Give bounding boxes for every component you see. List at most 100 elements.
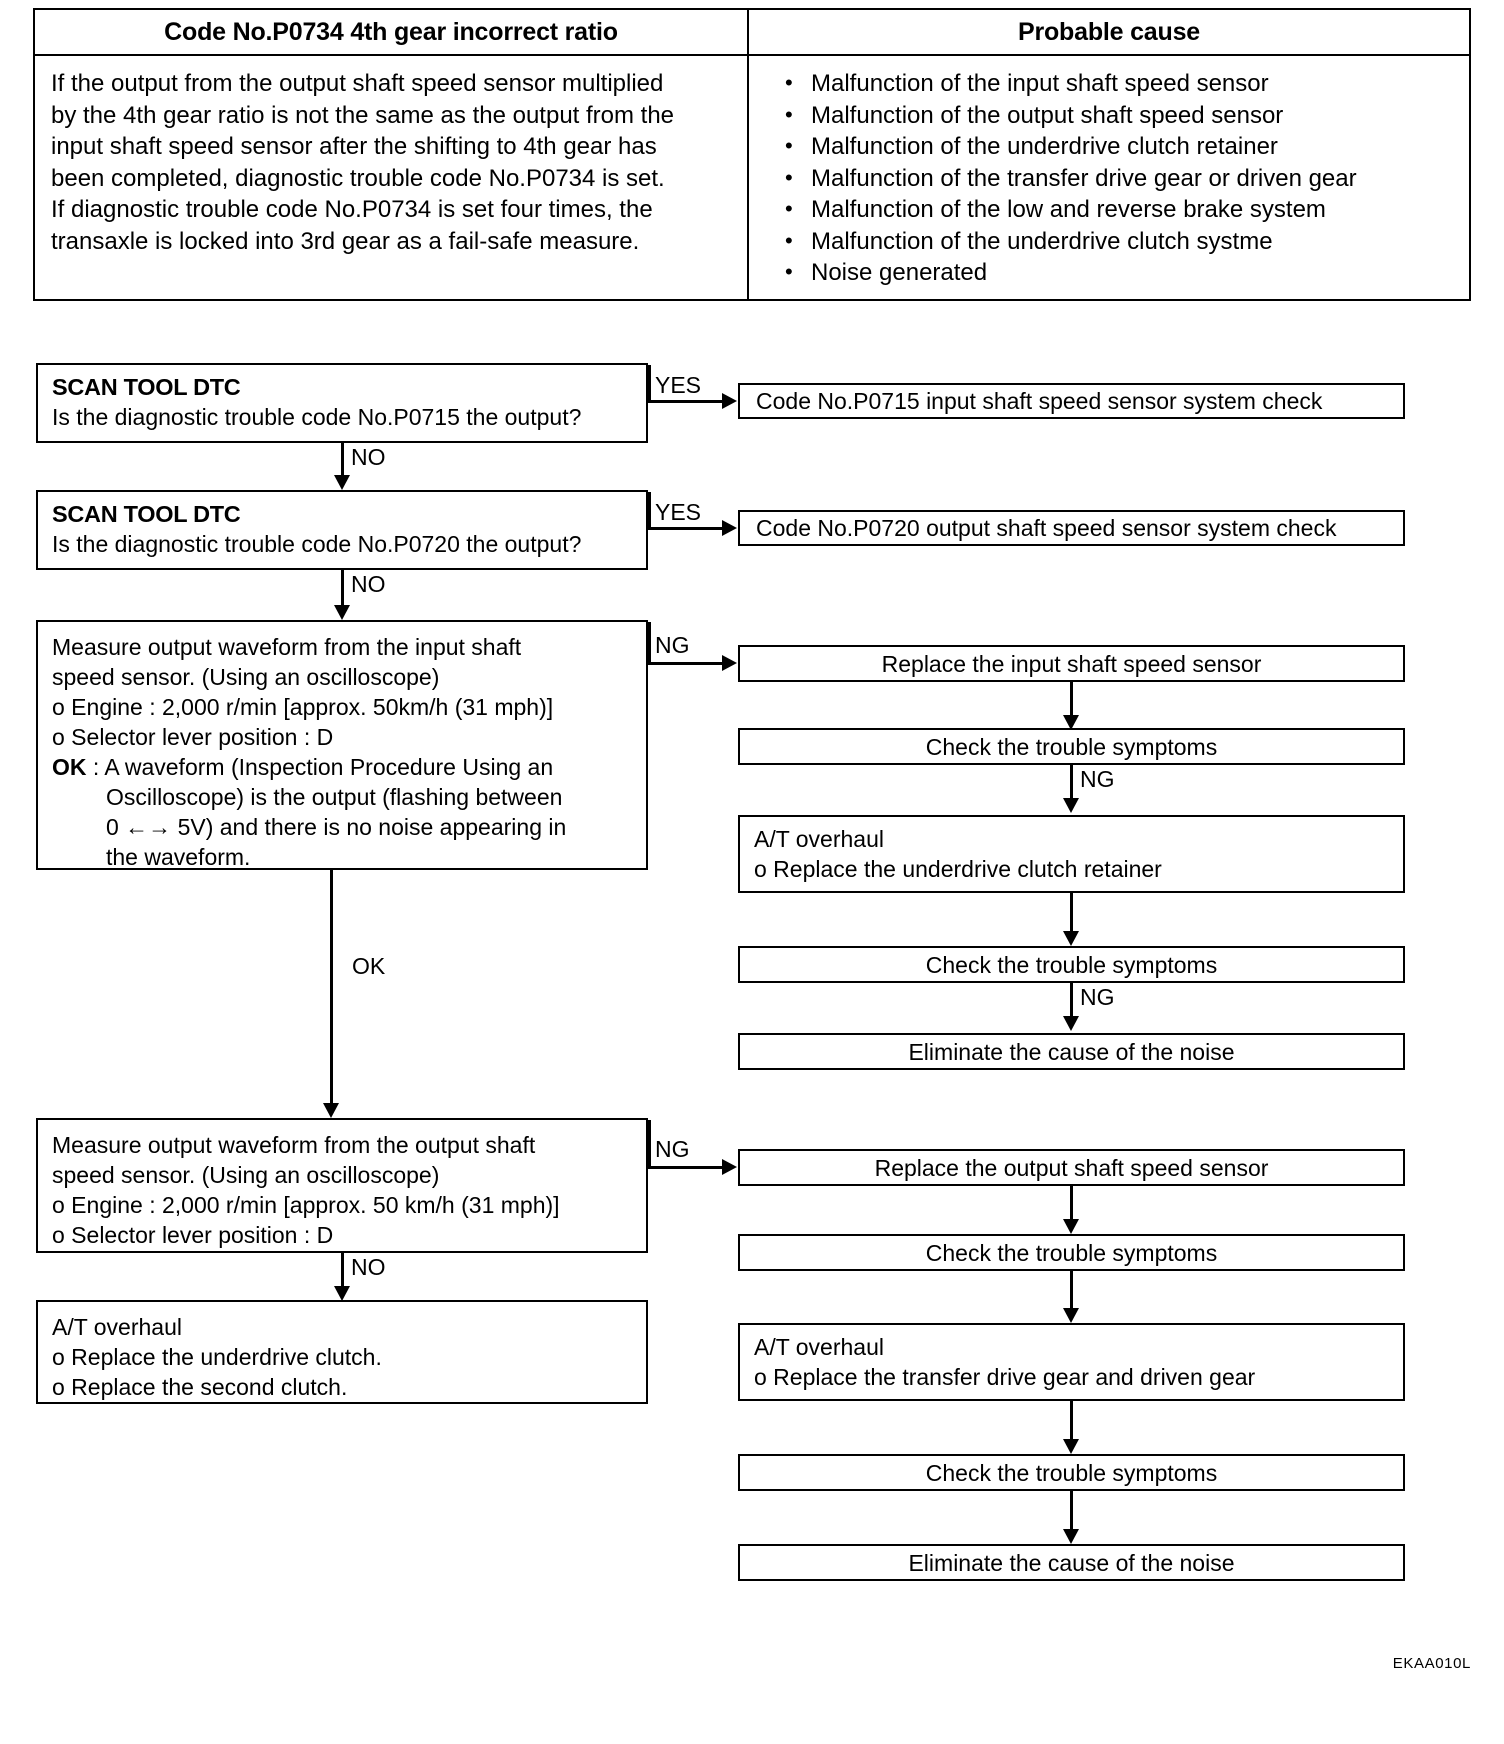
flow-box-p0720-system-check: Code No.P0720 output shaft speed sensor … xyxy=(738,510,1405,546)
connector-step1-yes-horizontal xyxy=(648,400,728,403)
connector-step2-no xyxy=(341,570,344,610)
edge-label-a4-ng: NG xyxy=(1080,984,1115,1010)
arrow-a3 xyxy=(1063,931,1079,946)
edge-label-step1-yes: YES xyxy=(655,372,702,398)
edge-label-step3-ok: OK xyxy=(352,953,386,979)
branch-a-b5-text: Eliminate the cause of the noise xyxy=(908,1038,1235,1065)
cause-body: Malfunction of the input shaft speed sen… xyxy=(749,56,1469,299)
connector-step1-yes-vertical xyxy=(648,365,651,402)
flow-box-measure-input-shaft-waveform: Measure output waveform from the input s… xyxy=(36,620,648,870)
arrow-step2-yes xyxy=(722,520,737,536)
connector-a4 xyxy=(1070,983,1073,1021)
branch-b-b4-text: Check the trouble symptoms xyxy=(925,1459,1218,1486)
connector-step1-no xyxy=(341,443,344,480)
code-header-text: Code No.P0734 4th gear incorrect ratio xyxy=(164,17,618,46)
list-item: Malfunction of the transfer drive gear o… xyxy=(765,162,1453,195)
step2-question: Is the diagnostic trouble code No.P0720 … xyxy=(52,531,582,557)
step4-line1: Measure output waveform from the output … xyxy=(52,1132,536,1158)
edge-label-step2-yes: YES xyxy=(655,499,702,525)
edge-label-step2-no: NO xyxy=(351,571,386,597)
arrow-step3-ok xyxy=(323,1103,339,1118)
step2-title: SCAN TOOL DTC xyxy=(52,501,241,527)
cause-header-cell: Probable cause xyxy=(749,10,1469,56)
cause-header-text: Probable cause xyxy=(1017,17,1200,46)
connector-b4 xyxy=(1070,1491,1073,1534)
connector-step3-ng-vertical xyxy=(648,622,651,664)
table-column-code: Code No.P0734 4th gear incorrect ratio I… xyxy=(33,8,749,301)
flow-box-check-symptoms-b2: Check the trouble symptoms xyxy=(738,1454,1405,1491)
flow-box-at-overhaul-clutches: A/T overhaul o Replace the underdrive cl… xyxy=(36,1300,648,1404)
step5-item2: o Replace the second clutch. xyxy=(52,1374,348,1400)
list-item: Malfunction of the input shaft speed sen… xyxy=(765,67,1453,100)
probable-cause-list: Malfunction of the input shaft speed sen… xyxy=(765,67,1453,289)
connector-step2-yes-vertical xyxy=(648,492,651,529)
code-description: If the output from the output shaft spee… xyxy=(35,56,747,299)
description-line: been completed, diagnostic trouble code … xyxy=(51,164,665,192)
edge-label-step3-ng: NG xyxy=(655,632,690,658)
step4-line2: speed sensor. (Using an oscilloscope) xyxy=(52,1162,440,1188)
flow-box-scan-tool-dtc-p0720: SCAN TOOL DTC Is the diagnostic trouble … xyxy=(36,490,648,570)
branch-a-b1-text: Replace the input shaft speed sensor xyxy=(881,650,1262,677)
step3-line4: o Selector lever position : D xyxy=(52,724,334,750)
p0715-check-text: Code No.P0715 input shaft speed sensor s… xyxy=(756,388,1323,414)
arrow-step3-ng xyxy=(722,655,737,671)
branch-b-b2-text: Check the trouble symptoms xyxy=(925,1239,1218,1266)
flow-box-replace-output-shaft-sensor: Replace the output shaft speed sensor xyxy=(738,1149,1405,1186)
connector-step3-ok xyxy=(330,870,333,1108)
p0720-check-text: Code No.P0720 output shaft speed sensor … xyxy=(756,515,1337,541)
list-item: Malfunction of the low and reverse brake… xyxy=(765,193,1453,226)
branch-b-b1-text: Replace the output shaft speed sensor xyxy=(874,1154,1269,1181)
connector-step4-no xyxy=(341,1253,344,1291)
list-item: Malfunction of the underdrive clutch ret… xyxy=(765,130,1453,163)
arrow-step1-no xyxy=(334,475,350,490)
branch-a-b2-text: Check the trouble symptoms xyxy=(925,733,1218,760)
flow-box-eliminate-noise-b: Eliminate the cause of the noise xyxy=(738,1544,1405,1581)
flow-box-p0715-system-check: Code No.P0715 input shaft speed sensor s… xyxy=(738,383,1405,419)
edge-label-a2-ng: NG xyxy=(1080,766,1115,792)
table-column-cause: Probable cause Malfunction of the input … xyxy=(749,8,1471,301)
branch-a-b3-title: A/T overhaul xyxy=(754,826,884,852)
connector-b1 xyxy=(1070,1186,1073,1224)
flow-box-eliminate-noise-a: Eliminate the cause of the noise xyxy=(738,1033,1405,1070)
edge-label-step4-no: NO xyxy=(351,1254,386,1280)
step5-item1: o Replace the underdrive clutch. xyxy=(52,1344,382,1370)
step5-title: A/T overhaul xyxy=(52,1314,182,1340)
description-line: If diagnostic trouble code No.P0734 is s… xyxy=(51,196,653,223)
step3-line8: the waveform. xyxy=(106,844,251,870)
flow-box-at-overhaul-retainer: A/T overhaul o Replace the underdrive cl… xyxy=(738,815,1405,893)
figure-code: EKAA010L xyxy=(1392,1655,1471,1672)
connector-step4-ng-vertical xyxy=(648,1120,651,1168)
step3-line2: speed sensor. (Using an oscilloscope) xyxy=(52,664,440,690)
step4-line3: o Engine : 2,000 r/min [approx. 50 km/h … xyxy=(52,1192,560,1218)
connector-a3 xyxy=(1070,893,1073,936)
summary-table: Code No.P0734 4th gear incorrect ratio I… xyxy=(33,8,1471,301)
connector-a1 xyxy=(1070,682,1073,720)
step4-line4: o Selector lever position : D xyxy=(52,1222,334,1248)
arrow-step4-no xyxy=(334,1286,350,1301)
arrow-a1 xyxy=(1063,715,1079,730)
description-line: If the output from the output shaft spee… xyxy=(51,70,664,97)
step3-line6: Oscilloscope) is the output (flashing be… xyxy=(106,784,563,810)
flow-box-replace-input-shaft-sensor: Replace the input shaft speed sensor xyxy=(738,645,1405,682)
connector-b3 xyxy=(1070,1401,1073,1444)
branch-a-b4-text: Check the trouble symptoms xyxy=(925,951,1218,978)
arrow-b1 xyxy=(1063,1219,1079,1234)
step3-line3: o Engine : 2,000 r/min [approx. 50km/h (… xyxy=(52,694,554,720)
step3-line5: : A waveform (Inspection Procedure Using… xyxy=(86,754,554,780)
arrow-step1-yes xyxy=(722,393,737,409)
branch-b-b5-text: Eliminate the cause of the noise xyxy=(908,1549,1235,1576)
code-header-cell: Code No.P0734 4th gear incorrect ratio xyxy=(35,10,747,56)
arrow-step4-ng xyxy=(722,1159,737,1175)
list-item: Noise generated xyxy=(765,256,1453,289)
edge-label-step1-no: NO xyxy=(351,444,386,470)
connector-step4-ng-horizontal xyxy=(648,1166,728,1169)
description-line: transaxle is locked into 3rd gear as a f… xyxy=(51,227,640,255)
step1-title: SCAN TOOL DTC xyxy=(52,374,241,400)
connector-step3-ng-horizontal xyxy=(648,662,728,665)
arrow-b2 xyxy=(1063,1308,1079,1323)
branch-a-b3-item: o Replace the underdrive clutch retainer xyxy=(754,856,1162,882)
list-item: Malfunction of the underdrive clutch sys… xyxy=(765,225,1453,258)
arrow-b4 xyxy=(1063,1529,1079,1544)
arrow-step2-no xyxy=(334,605,350,620)
